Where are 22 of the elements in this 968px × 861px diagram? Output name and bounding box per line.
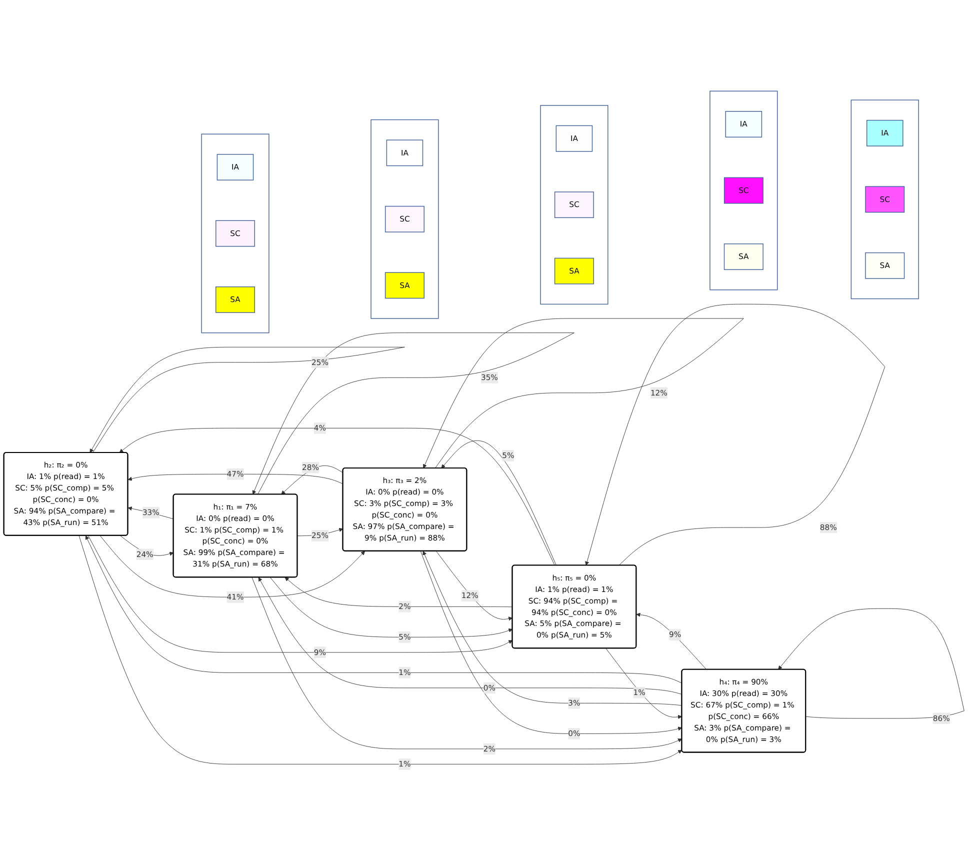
node-box — [865, 252, 905, 279]
cluster — [850, 100, 919, 300]
node-box — [556, 125, 593, 152]
node-box — [384, 272, 424, 299]
node-box — [554, 192, 594, 218]
arrow — [90, 346, 405, 453]
node-box — [216, 154, 254, 180]
arrow — [422, 318, 744, 468]
node-box — [216, 220, 255, 247]
cluster — [370, 119, 439, 319]
node-box — [865, 186, 905, 213]
cluster — [201, 134, 270, 334]
cluster — [710, 90, 778, 290]
node-box — [215, 286, 255, 313]
node-box — [724, 244, 764, 270]
node-box — [724, 177, 764, 204]
node-box — [384, 206, 424, 232]
node-box — [386, 140, 424, 166]
node-box — [866, 120, 904, 146]
node-box — [554, 258, 594, 284]
node-box — [725, 111, 762, 138]
cluster — [540, 105, 608, 305]
